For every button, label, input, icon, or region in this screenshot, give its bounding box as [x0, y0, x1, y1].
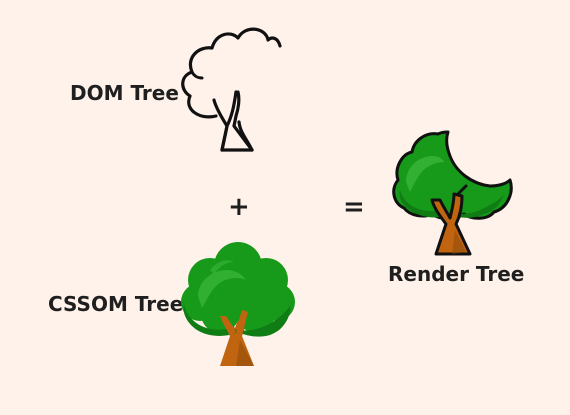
plus-operator: + [228, 192, 250, 222]
equals-operator: = [343, 192, 365, 222]
tree-outline-icon [181, 27, 282, 152]
tree-partial-filled-icon [392, 130, 513, 256]
tree-filled-icon [181, 242, 295, 366]
cssom-tree-label: CSSOM Tree [48, 292, 184, 316]
dom-tree-label: DOM Tree [70, 81, 179, 105]
render-tree-label: Render Tree [388, 262, 525, 286]
